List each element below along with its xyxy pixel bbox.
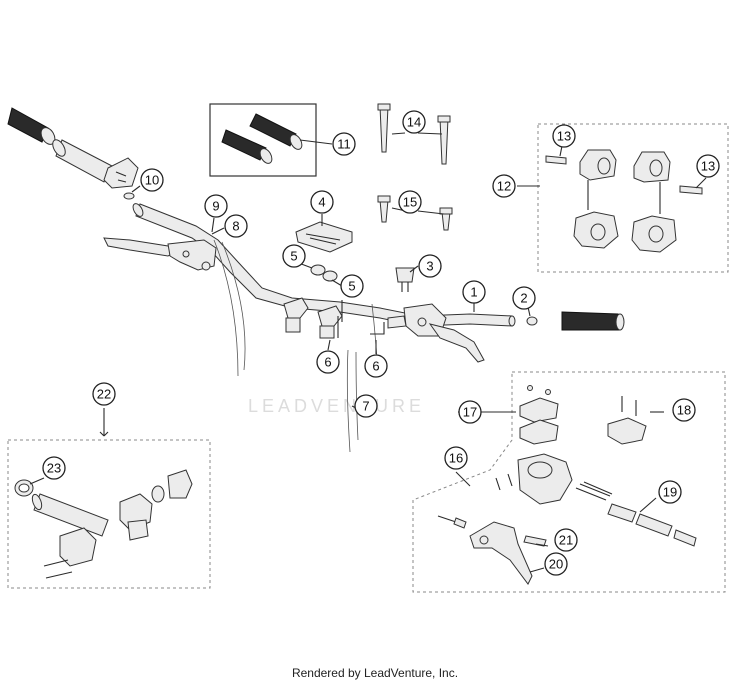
callout-20: 20 xyxy=(544,552,568,576)
bolts-14 xyxy=(377,103,451,165)
callout-10: 10 xyxy=(140,168,164,192)
svg-text:6: 6 xyxy=(324,355,331,370)
callout-14: 14 xyxy=(402,110,426,134)
callout-22: 22 xyxy=(92,382,116,406)
right-grip xyxy=(561,311,625,331)
callout-12: 12 xyxy=(492,174,516,198)
group-box-22 xyxy=(7,439,211,589)
group-box-16 xyxy=(412,371,726,593)
svg-text:14: 14 xyxy=(407,115,421,130)
callout-5b: 5 xyxy=(340,274,364,298)
callout-16: 16 xyxy=(444,446,468,470)
callout-6b: 6 xyxy=(364,354,388,378)
clamp-18 xyxy=(607,396,647,445)
svg-text:9: 9 xyxy=(212,199,219,214)
callout-9: 9 xyxy=(204,194,228,218)
throttle-tube xyxy=(52,139,113,183)
pin-21 xyxy=(523,535,547,547)
svg-text:2: 2 xyxy=(520,291,527,306)
ring-5b xyxy=(322,270,338,282)
callout-17: 17 xyxy=(458,400,482,424)
callout-13b: 13 xyxy=(696,154,720,178)
svg-text:23: 23 xyxy=(47,461,61,476)
callout-1: 1 xyxy=(462,280,486,304)
callout-5a: 5 xyxy=(282,244,306,268)
master-cylinder-16 xyxy=(495,453,573,505)
group-box-12 xyxy=(537,123,729,273)
callout-15: 15 xyxy=(398,190,422,214)
svg-text:4: 4 xyxy=(318,195,325,210)
callout-2: 2 xyxy=(512,286,536,310)
callout-19: 19 xyxy=(658,480,682,504)
svg-text:20: 20 xyxy=(549,557,563,572)
throttle-stop-2 xyxy=(526,316,538,326)
svg-text:15: 15 xyxy=(403,195,417,210)
group-box-11 xyxy=(209,103,317,177)
cable-left xyxy=(213,239,239,377)
watermark: LEADVENTURE xyxy=(248,396,425,416)
throttle-assembly-22 xyxy=(14,469,193,579)
svg-text:8: 8 xyxy=(232,219,239,234)
svg-text:22: 22 xyxy=(97,387,111,402)
left-lever-assembly xyxy=(103,237,217,271)
svg-text:21: 21 xyxy=(559,533,573,548)
bolts-15 xyxy=(377,195,453,231)
svg-text:17: 17 xyxy=(463,405,477,420)
svg-text:5: 5 xyxy=(348,279,355,294)
svg-text:6: 6 xyxy=(372,359,379,374)
svg-text:10: 10 xyxy=(145,173,159,188)
footer-credit: Rendered by LeadVenture, Inc. xyxy=(291,666,459,680)
left-grip xyxy=(7,107,56,145)
callout-18: 18 xyxy=(672,398,696,422)
svg-text:13: 13 xyxy=(701,159,715,174)
svg-text:16: 16 xyxy=(449,451,463,466)
svg-text:7: 7 xyxy=(362,399,369,414)
right-brake-lever xyxy=(387,303,485,363)
svg-text:1: 1 xyxy=(470,285,477,300)
handlebar-pad-4 xyxy=(295,221,353,253)
reservoir-3 xyxy=(395,267,415,292)
svg-text:18: 18 xyxy=(677,403,691,418)
bushing-10 xyxy=(123,192,135,200)
callout-3: 3 xyxy=(418,254,442,278)
lever-20 xyxy=(437,515,533,585)
piston-kit-19 xyxy=(575,481,697,547)
svg-text:12: 12 xyxy=(497,179,511,194)
callout-8: 8 xyxy=(224,214,248,238)
svg-text:19: 19 xyxy=(663,485,677,500)
bolt-6 xyxy=(337,300,343,338)
callout-13a: 13 xyxy=(552,124,576,148)
reservoir-cap-17 xyxy=(519,385,559,445)
callout-11: 11 xyxy=(332,132,356,156)
svg-text:11: 11 xyxy=(337,137,351,152)
handlebar xyxy=(132,203,516,327)
clamp-left xyxy=(283,297,309,333)
grip-set-11 xyxy=(221,113,303,164)
callout-6a: 6 xyxy=(316,350,340,374)
svg-text:13: 13 xyxy=(557,129,571,144)
cable-7 xyxy=(346,349,351,453)
svg-text:5: 5 xyxy=(290,249,297,264)
callout-7: 7 xyxy=(354,394,378,418)
clamp-set-12 xyxy=(545,149,703,253)
callout-23: 23 xyxy=(42,456,66,480)
callout-21: 21 xyxy=(554,528,578,552)
ring-5a xyxy=(310,264,326,276)
callout-4: 4 xyxy=(310,190,334,214)
svg-text:3: 3 xyxy=(426,259,433,274)
throttle-housing xyxy=(103,157,139,189)
